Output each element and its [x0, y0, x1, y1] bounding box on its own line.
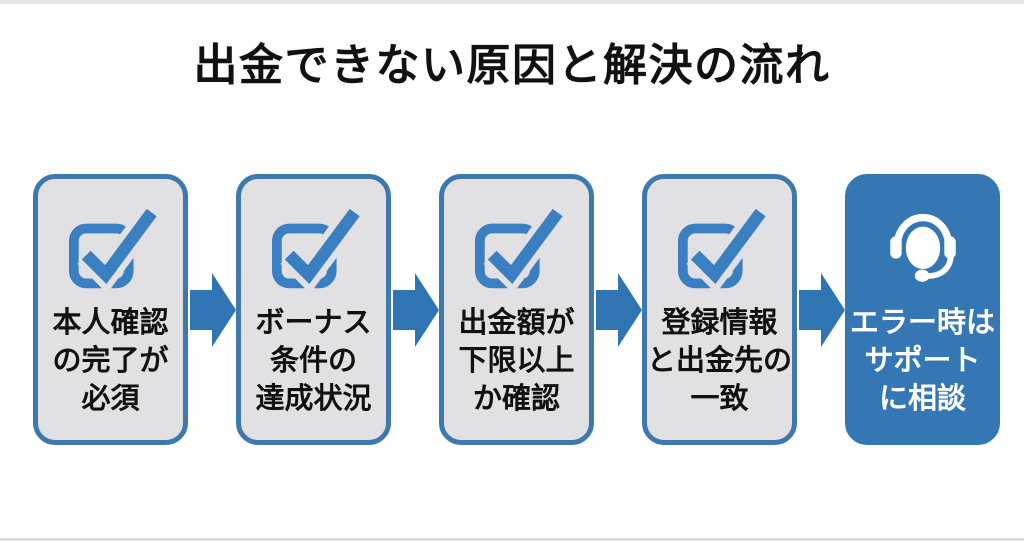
step-label-line: に相談	[879, 382, 967, 415]
step-box-contact-support: エラー時は サポート に相談	[845, 174, 1000, 445]
step-box-minimum-withdrawal: 出金額が 下限以上 か確認	[439, 174, 594, 445]
step-label-line: 必須	[81, 382, 140, 415]
checkbox-checked-icon	[65, 202, 162, 293]
flow-arrow	[797, 174, 845, 445]
checkbox-checked-icon	[471, 202, 568, 293]
step-box-registration-match: 登録情報 と出金先の 一致	[642, 174, 797, 445]
step-label: エラー時は サポート に相談	[850, 304, 995, 418]
frame-edge-bottom	[0, 538, 1024, 541]
step-label: 出金額が 下限以上 か確認	[458, 304, 574, 418]
step-label-line: 下限以上	[458, 344, 575, 377]
step-label-line: か確認	[472, 382, 560, 415]
step-label-line: の完了が	[52, 344, 169, 377]
step-label: 本人確認 の完了が 必須	[52, 304, 168, 418]
step-label-line: 出金額が	[458, 306, 575, 339]
flow-arrow	[391, 174, 439, 445]
step-label: ボーナス 条件の 達成状況	[255, 304, 371, 418]
frame-edge-top	[0, 0, 1024, 4]
step-label-line: 一致	[690, 382, 749, 415]
checkbox-checked-icon	[268, 202, 365, 293]
step-box-bonus-conditions: ボーナス 条件の 達成状況	[236, 174, 391, 445]
step-label-line: サポート	[864, 344, 981, 377]
checkbox-checked-icon	[674, 202, 771, 293]
page-title: 出金できない原因と解決の流れ	[193, 41, 831, 90]
step-label-line: 達成状況	[255, 382, 372, 415]
step-label-line: 登録情報	[661, 306, 778, 339]
flow-arrow	[594, 174, 642, 445]
flow-diagram: 本人確認 の完了が 必須 ボーナス 条件の 達成状況	[33, 174, 1000, 445]
step-label-line: 条件の	[269, 344, 357, 377]
step-box-identity-verification: 本人確認 の完了が 必須	[33, 174, 188, 445]
headset-icon	[882, 202, 964, 290]
step-label-line: ボーナス	[255, 306, 372, 339]
step-label-line: エラー時は	[850, 306, 996, 339]
flow-arrow	[188, 174, 236, 445]
step-label: 登録情報 と出金先の 一致	[647, 304, 792, 418]
step-label-line: と出金先の	[647, 344, 793, 377]
step-label-line: 本人確認	[52, 306, 169, 339]
